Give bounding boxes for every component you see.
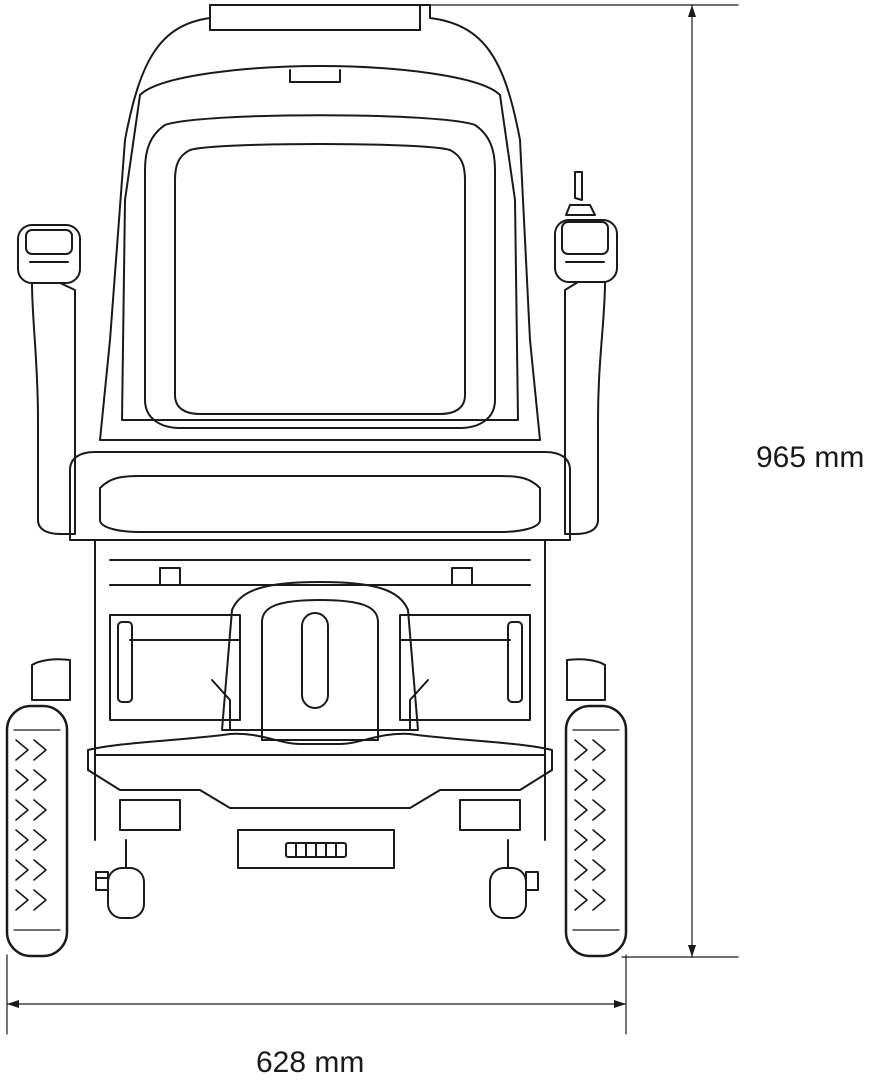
backrest [99,4,541,441]
height-dimension-label: 965 mm [756,441,865,474]
frame [31,559,606,721]
lower-unit [119,799,521,869]
width-dimension [6,954,627,1035]
left-drive-wheel [5,704,69,958]
seat-cushion [69,451,571,841]
center-column [211,581,429,741]
width-dimension-label: 628 mm [256,1046,365,1079]
right-armrest [554,171,618,535]
right-caster [489,839,539,919]
left-armrest [17,224,81,535]
back-cushion [144,114,496,429]
height-dimension [419,4,739,958]
right-drive-wheel [564,704,628,958]
footplate [87,732,553,809]
left-caster [95,839,145,919]
